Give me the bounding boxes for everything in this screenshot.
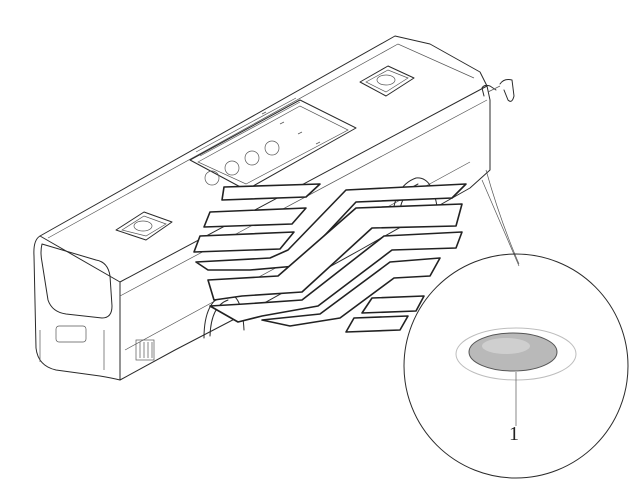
callout-number-1: 1 xyxy=(509,423,519,445)
marker-lamp-part xyxy=(455,327,577,426)
roof-ac-unit xyxy=(189,97,357,191)
detail-magnifier-circle xyxy=(403,253,629,479)
roof-hatch-rear xyxy=(115,211,173,241)
leader-lines xyxy=(481,169,520,267)
roof-hatch-front xyxy=(359,65,415,97)
livery-graphic xyxy=(193,183,467,333)
